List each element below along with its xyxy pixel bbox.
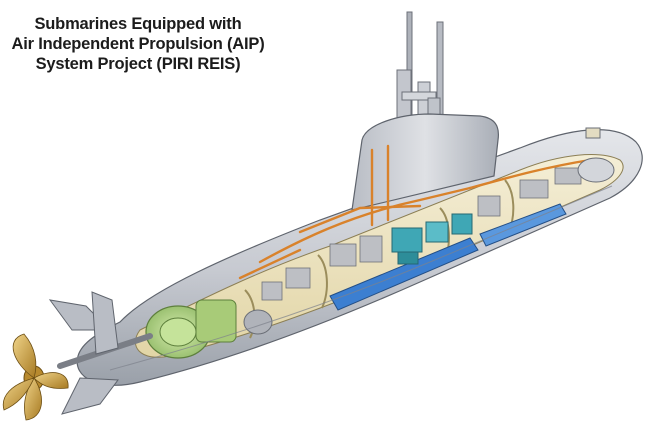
- propeller-icon: [2, 333, 69, 421]
- stern-fins: [48, 291, 119, 415]
- bow-section: [577, 127, 615, 183]
- mast-icon: [396, 11, 444, 131]
- main-motor: [145, 299, 273, 359]
- diagram-title: Submarines Equipped with Air Independent…: [8, 14, 268, 74]
- title-line-3: System Project (PIRI REIS): [35, 55, 241, 73]
- title-line-1: Submarines Equipped with: [34, 15, 242, 33]
- hull-waterline: [109, 185, 613, 371]
- equipment-blocks: [261, 167, 582, 301]
- title-line-2: Air Independent Propulsion (AIP): [11, 35, 265, 53]
- aip-modules: [391, 213, 473, 265]
- piping: [238, 144, 592, 280]
